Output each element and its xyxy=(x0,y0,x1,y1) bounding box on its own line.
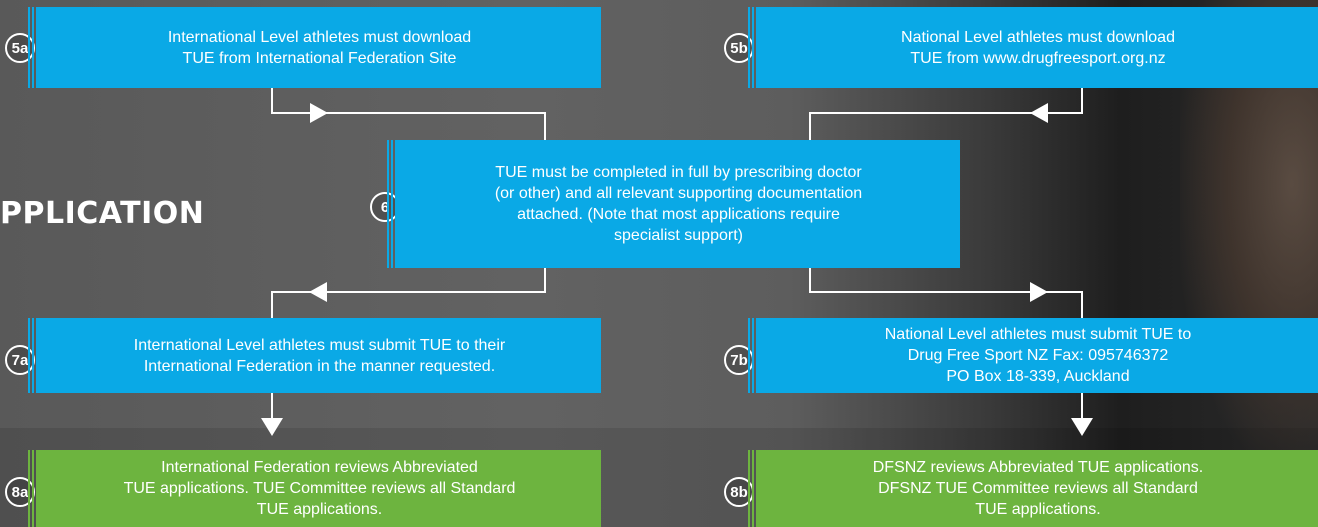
step-6-text: TUE must be completed in full by prescri… xyxy=(494,164,863,244)
stripe-decoration xyxy=(28,7,38,88)
connector-5a-to-6 xyxy=(271,88,546,140)
step-5b-text: National Level athletes must download TU… xyxy=(901,28,1175,67)
step-7b-text: National Level athletes must submit TUE … xyxy=(884,326,1192,385)
arrow-down-icon xyxy=(1071,418,1093,436)
step-5a-box: International Level athletes must downlo… xyxy=(28,7,601,88)
stripe-decoration xyxy=(748,7,758,88)
connector-5b-to-6 xyxy=(809,88,1083,140)
stripe-decoration xyxy=(748,318,758,393)
arrow-left-icon xyxy=(309,282,327,302)
arrow-right-icon xyxy=(310,103,328,123)
connector-6-to-7a xyxy=(271,268,546,318)
step-7a-box: International Level athletes must submit… xyxy=(28,318,601,393)
arrow-down-icon xyxy=(261,418,283,436)
step-8b-text: DFSNZ reviews Abbreviated TUE applicatio… xyxy=(872,459,1204,518)
step-7a-text: International Level athletes must submit… xyxy=(133,336,506,375)
arrow-right-icon xyxy=(1030,282,1048,302)
step-8b-box: DFSNZ reviews Abbreviated TUE applicatio… xyxy=(748,450,1318,527)
step-8a-box: International Federation reviews Abbrevi… xyxy=(28,450,601,527)
connector-6-to-7b xyxy=(809,268,1083,318)
stripe-decoration xyxy=(748,450,758,527)
arrow-left-icon xyxy=(1030,103,1048,123)
step-5a-text: International Level athletes must downlo… xyxy=(167,28,472,67)
section-title: PPLICATION xyxy=(0,196,205,231)
step-8a-text: International Federation reviews Abbrevi… xyxy=(123,459,516,518)
step-6-box: TUE must be completed in full by prescri… xyxy=(387,140,960,268)
step-5b-box: National Level athletes must download TU… xyxy=(748,7,1318,88)
stripe-decoration xyxy=(28,450,38,527)
stripe-decoration xyxy=(387,140,397,268)
step-7b-box: National Level athletes must submit TUE … xyxy=(748,318,1318,393)
stripe-decoration xyxy=(28,318,38,393)
